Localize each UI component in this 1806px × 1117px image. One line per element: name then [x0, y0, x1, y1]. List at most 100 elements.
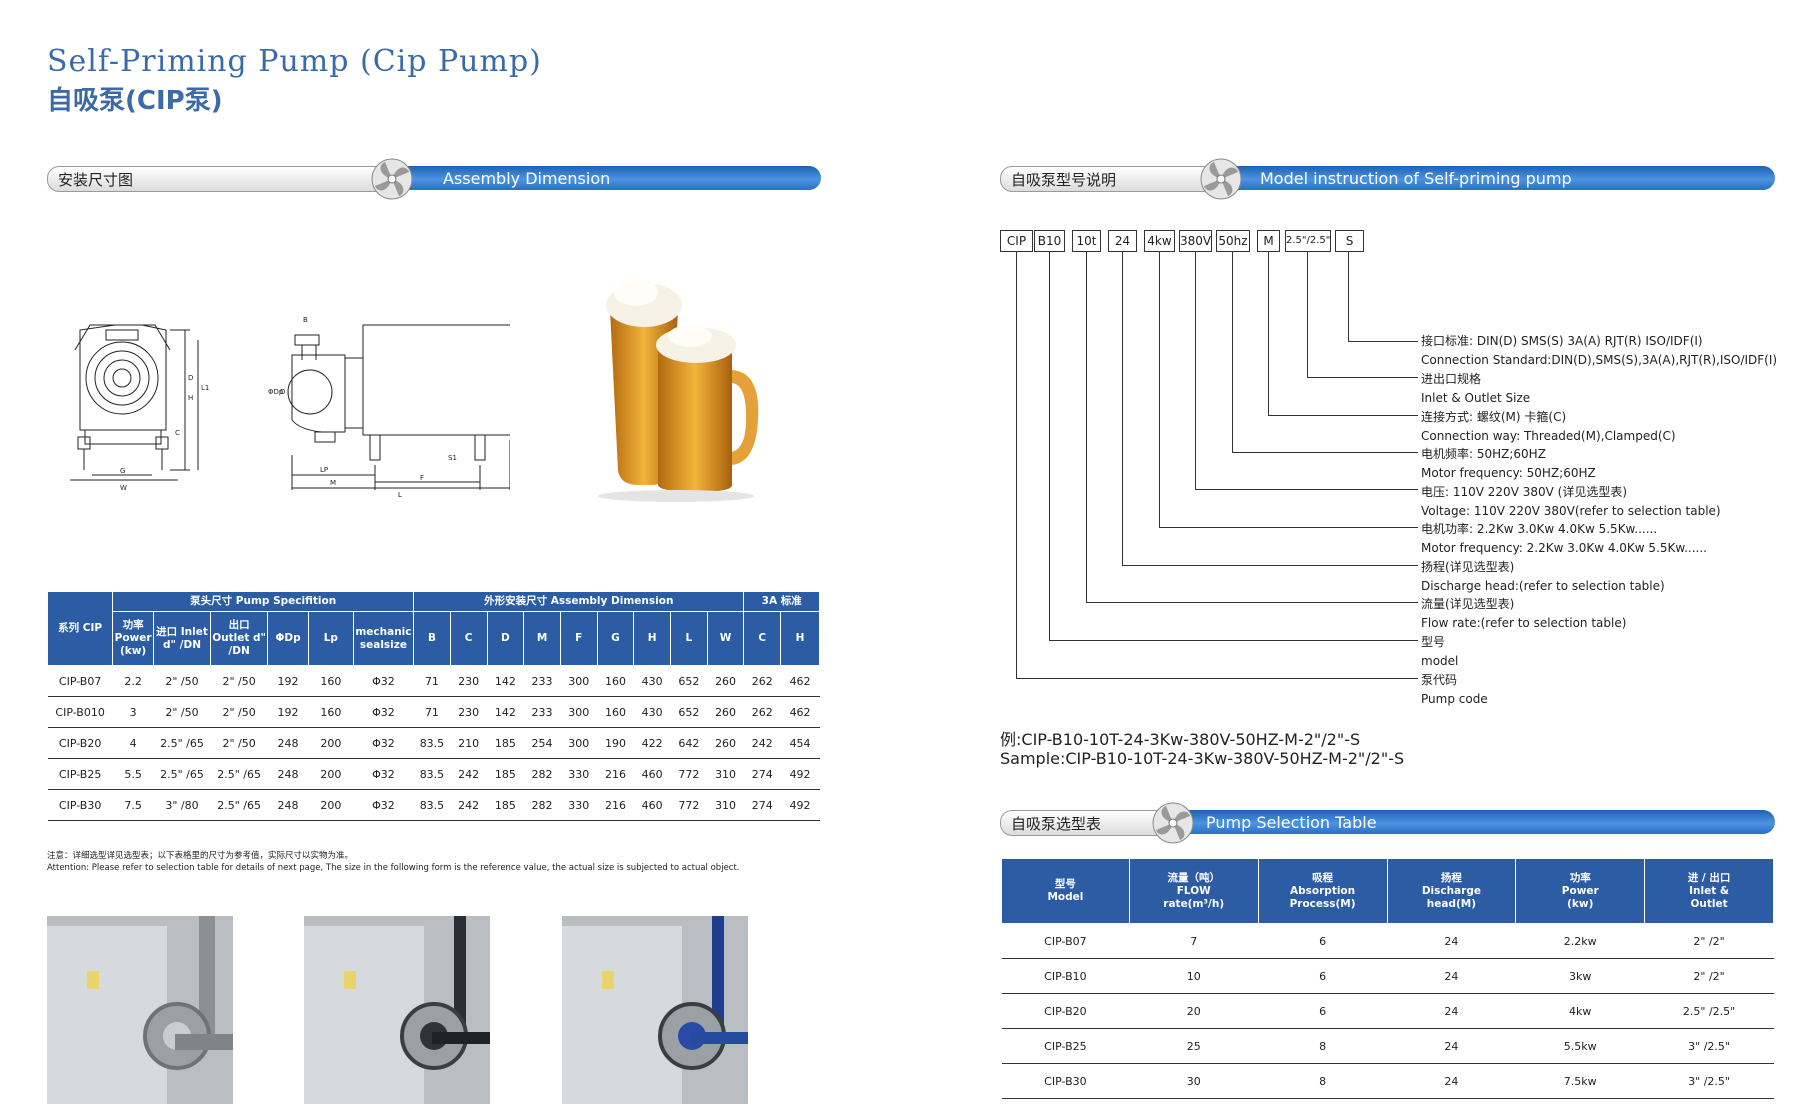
dim-label-h: H: [188, 394, 193, 402]
leader-line: [1049, 252, 1050, 640]
table-cell: 24: [1387, 958, 1516, 994]
table-cell: 2" /50: [153, 696, 211, 728]
leader-line: [1159, 252, 1160, 527]
table-cell: 185: [487, 758, 524, 790]
sample-en: Sample:CIP-B10-10T-24-3Kw-380V-50HZ-M-2"…: [1000, 749, 1405, 768]
table-cell: 200: [308, 789, 354, 821]
table-cell: CIP-B07: [47, 665, 113, 697]
table-cell: 300: [560, 727, 598, 759]
table-cell: 230: [450, 665, 487, 697]
table-cell: 190: [597, 727, 634, 759]
dim-label-w: W: [120, 484, 127, 492]
model-code-box-voltage: 380V: [1179, 230, 1212, 252]
table-cell: 460: [633, 758, 671, 790]
model-code-box-frequency: 50hz: [1216, 230, 1250, 252]
table-cell: 2" /50: [210, 727, 268, 759]
table-cell: 242: [450, 758, 487, 790]
table-cell: 230: [450, 696, 487, 728]
legend-flow: 流量(详见选型表)Flow rate:(refer to selection t…: [1421, 597, 1627, 630]
legend-connection: 连接方式: 螺纹(M) 卡箍(C)Connection way: Threade…: [1421, 410, 1676, 443]
leader-line: [1086, 252, 1087, 602]
table-cell: 160: [308, 665, 354, 697]
table-cell: 8: [1258, 1028, 1387, 1064]
spec-header-dp: ΦDp: [267, 611, 309, 666]
table-cell: 192: [267, 665, 309, 697]
legend-head: 扬程(详见选型表)Discharge head:(refer to select…: [1421, 560, 1665, 593]
assembly-header-en: Assembly Dimension: [443, 169, 611, 188]
spec-header-inlet: 进口 Inlet d" /DN: [152, 611, 212, 666]
table-cell: 8: [1258, 1063, 1387, 1099]
dim-label-b: B: [303, 316, 308, 324]
table-cell: 462: [780, 696, 820, 728]
spec-group-3a: 3A 标准: [743, 591, 820, 612]
table-cell: 185: [487, 727, 524, 759]
table-cell: 216: [597, 789, 634, 821]
table-cell: 233: [523, 696, 561, 728]
leader-line: [1348, 252, 1349, 341]
spec-header-l: L: [670, 611, 708, 666]
spec-header-f: F: [559, 611, 598, 666]
table-cell: 430: [633, 665, 671, 697]
table-cell: 310: [707, 789, 744, 821]
table-cell: 83.5: [413, 789, 451, 821]
leader-line: [1016, 252, 1017, 678]
table-cell: 262: [743, 665, 781, 697]
table-cell: CIP-B20: [1001, 993, 1130, 1029]
dim-label-s1: S1: [448, 454, 457, 462]
table-cell: CIP-B07: [1001, 923, 1130, 959]
table-cell: 6: [1258, 958, 1387, 994]
model-code-box-power: 4kw: [1144, 230, 1175, 252]
table-cell: 772: [670, 789, 708, 821]
table-cell: 2" /2": [1644, 923, 1774, 959]
beer-image: [598, 278, 759, 502]
table-cell: CIP-B30: [1001, 1063, 1130, 1099]
dim-label-d: D: [188, 374, 193, 382]
table-cell: 71: [413, 665, 451, 697]
table-cell: 262: [743, 696, 781, 728]
table-cell: 2.5" /65: [153, 727, 211, 759]
model-code-box-b10: B10: [1034, 230, 1065, 252]
leader-line: [1268, 415, 1418, 416]
table-cell: 652: [670, 665, 708, 697]
model-code-box-connection: M: [1257, 230, 1280, 252]
assembly-section-header: 安装尺寸图 Assembly Dimension: [47, 158, 821, 200]
pump-spec-table: 系列 CIP 泵头尺寸 Pump Specifition 外形安装尺寸 Asse…: [46, 591, 820, 821]
table-cell: 2.5" /65: [153, 758, 211, 790]
model-code-box-flow: 10t: [1072, 230, 1101, 252]
table-cell: 142: [487, 665, 524, 697]
spec-header-b: B: [413, 611, 451, 666]
table-cell: 200: [308, 727, 354, 759]
table-cell: 216: [597, 758, 634, 790]
table-cell: 492: [780, 789, 820, 821]
selection-header-cn: 自吸泵选型表: [1011, 815, 1102, 833]
table-cell: 4kw: [1515, 993, 1645, 1029]
spec-header-series: 系列 CIP: [46, 591, 114, 666]
table-cell: CIP-B010: [47, 696, 113, 728]
table-cell: 242: [743, 727, 781, 759]
table-cell: Φ32: [353, 696, 414, 728]
table-cell: 248: [267, 727, 309, 759]
leader-line: [1195, 252, 1196, 489]
pump-photo-3: [562, 916, 748, 1104]
model-header-cn: 自吸泵型号说明: [1011, 171, 1117, 189]
spec-header-power: 功率 Power (kw): [112, 611, 154, 666]
table-cell: 260: [707, 665, 744, 697]
table-cell: 260: [707, 696, 744, 728]
dim-label-lp: LP: [320, 466, 328, 474]
table-cell: 71: [413, 696, 451, 728]
table-cell: 160: [597, 696, 634, 728]
table-cell: 142: [487, 696, 524, 728]
spec-header-c: C: [449, 611, 488, 666]
model-code-box-size: 2.5"/2.5": [1285, 230, 1331, 252]
